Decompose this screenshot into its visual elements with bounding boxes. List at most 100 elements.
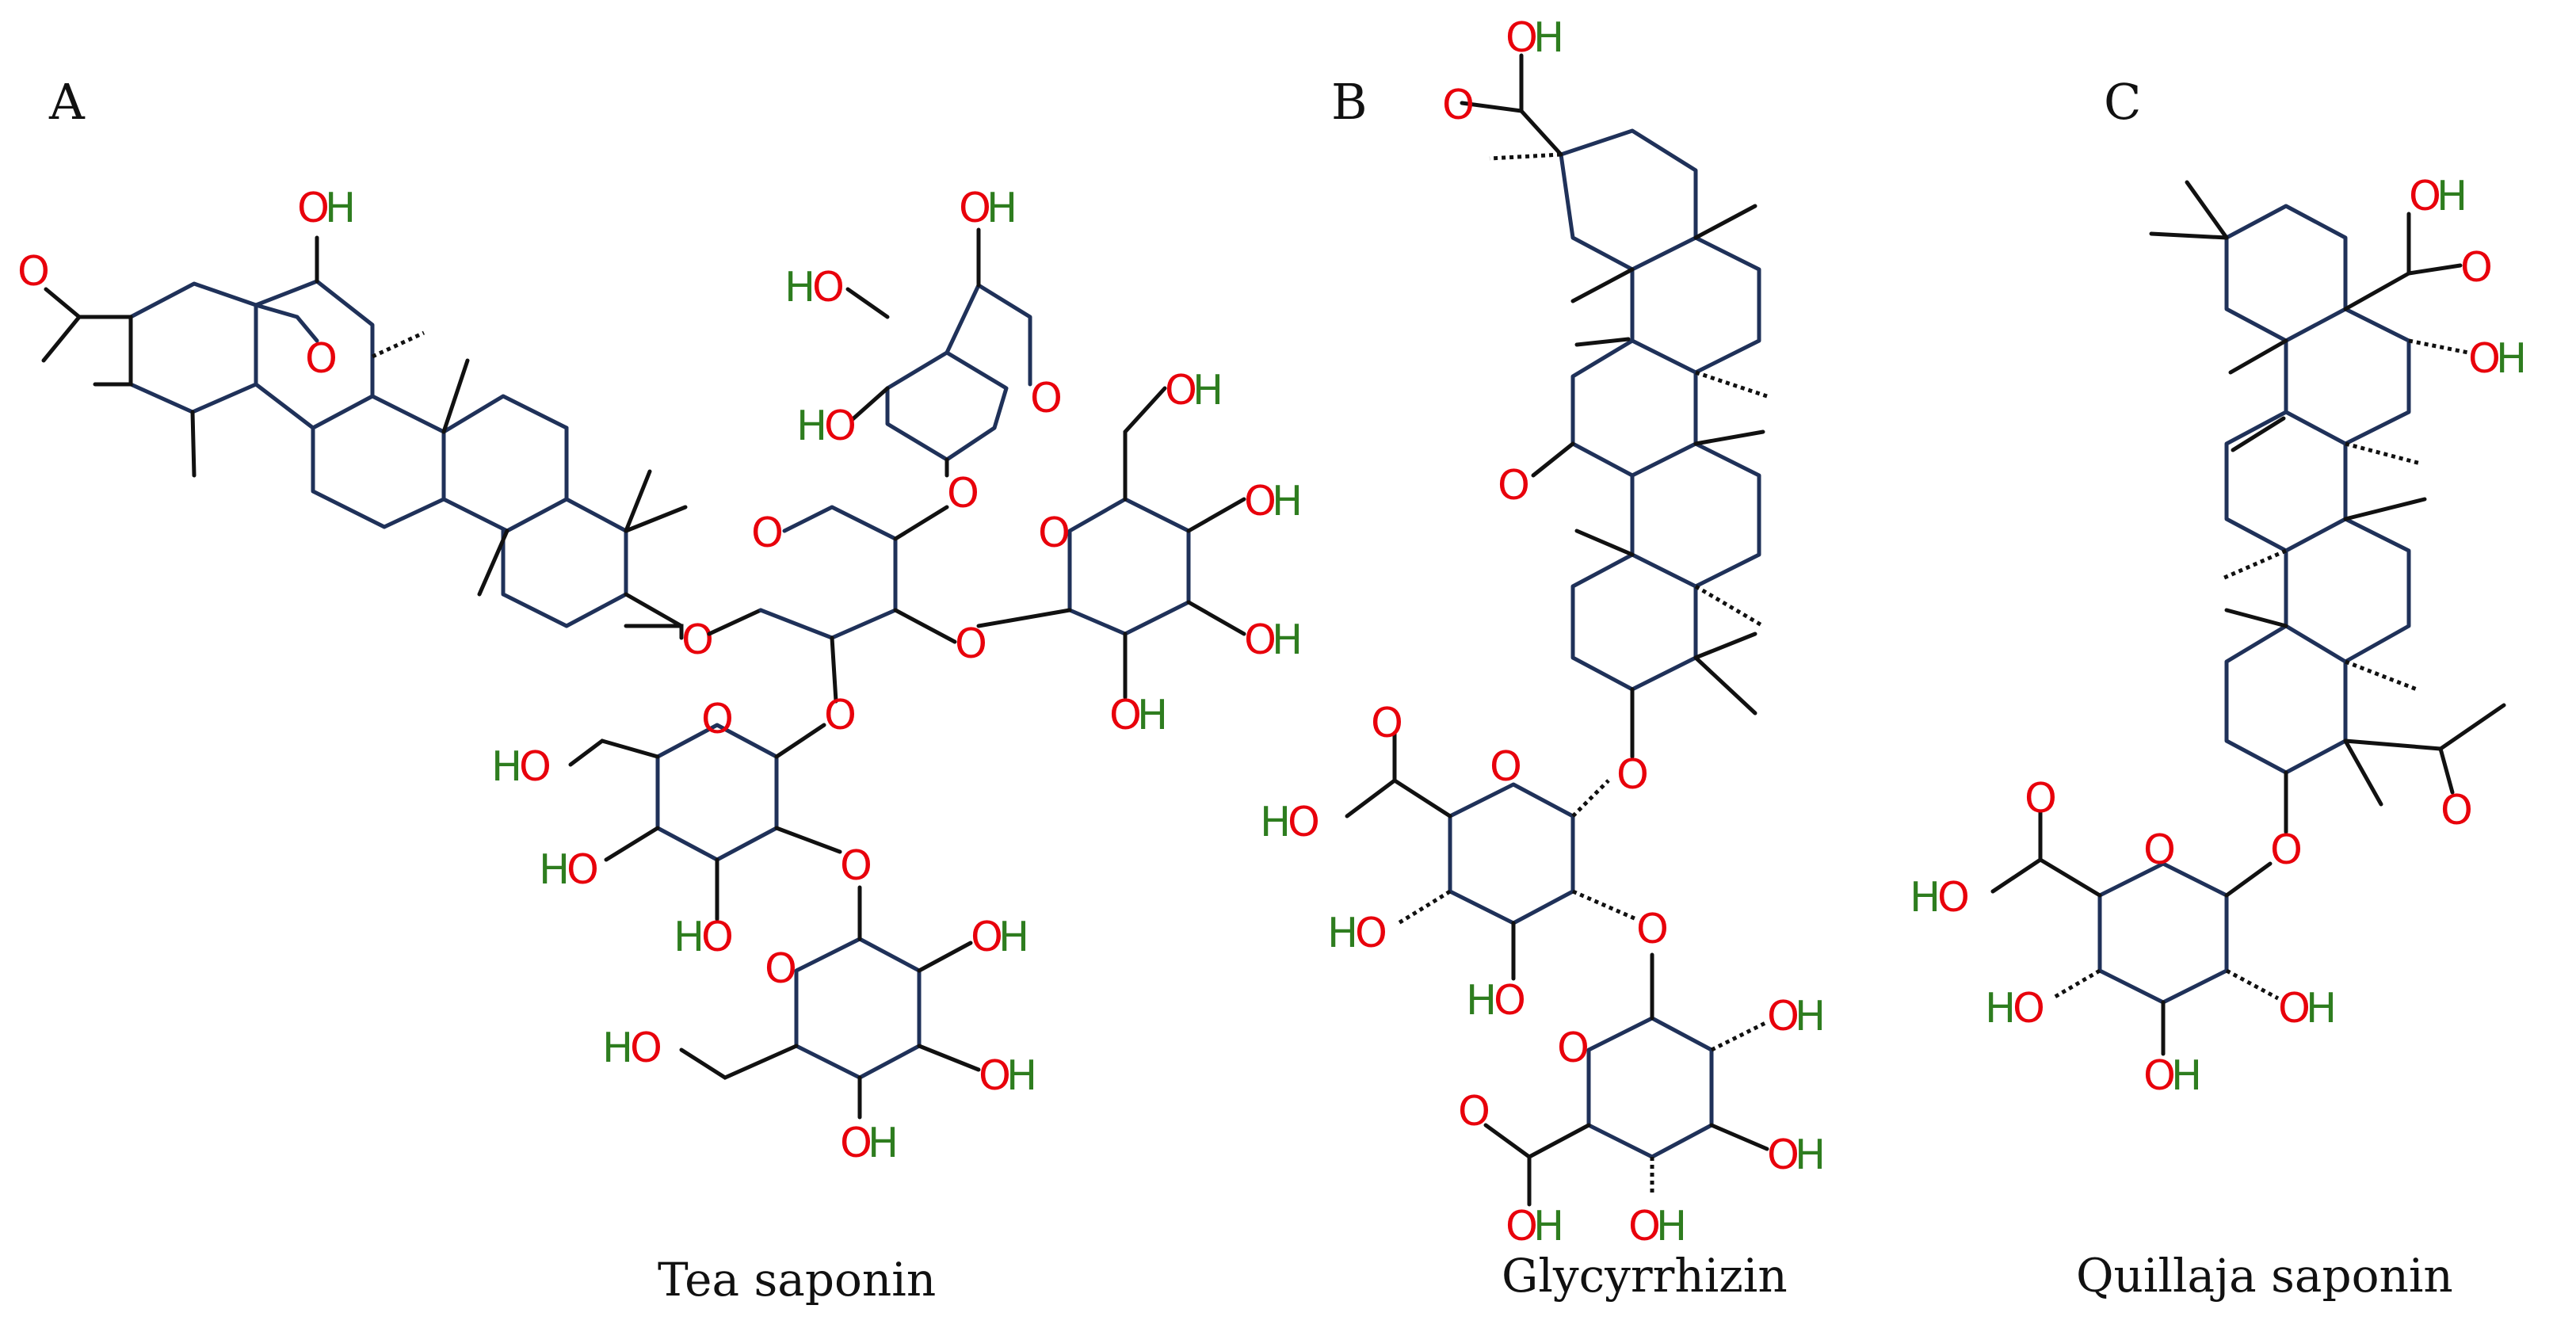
quil-oh-o: O bbox=[2468, 335, 2501, 383]
tea-saponin-aglycone bbox=[41, 235, 688, 628]
quil-oh-h: H bbox=[2496, 335, 2527, 383]
glyc-ring-2-oh-1-h: H bbox=[1795, 993, 1826, 1040]
glyc-ring-2-oh-2-o: O bbox=[1767, 1131, 1799, 1179]
glyc-ring-2-cooh-oh-o: O bbox=[1506, 1203, 1538, 1250]
glyc-ring-2-oh-3-h: H bbox=[1656, 1203, 1687, 1250]
lower-hexose-ring-oxygen: O bbox=[701, 696, 734, 743]
panel-a-letter: A bbox=[48, 73, 86, 131]
lower-hexose-ho-2-h: H bbox=[674, 914, 704, 961]
quil-ring-oxygen: O bbox=[2143, 826, 2176, 874]
bottom-hexose-ring bbox=[794, 937, 922, 1080]
quil-aldehyde-o: O bbox=[2441, 787, 2473, 834]
quil-ring-oh-3-o: O bbox=[2143, 1052, 2176, 1100]
pentose-ho-2-h: H bbox=[796, 403, 827, 450]
bottom-hexose-ho-ch2-o: O bbox=[630, 1025, 662, 1072]
panel-b-letter: B bbox=[1331, 73, 1368, 131]
glyc-glycosidic-o-1: O bbox=[1616, 751, 1649, 799]
pentose-ho-1-o: O bbox=[812, 264, 845, 311]
glyc-ring-2-oh-2-h: H bbox=[1795, 1131, 1826, 1179]
lower-hexose-ho-1-h: H bbox=[539, 846, 570, 894]
central-ring-oxygen: O bbox=[751, 509, 784, 557]
panel-c: C O H O O H O bbox=[1910, 73, 2527, 1303]
panel-a: A O O H O O bbox=[17, 73, 1303, 1307]
glycosidic-oxygen-2: O bbox=[947, 470, 979, 517]
ketone-oxygen: O bbox=[17, 248, 50, 296]
glycosidic-oxygen-1: O bbox=[681, 616, 714, 664]
glyc-ring-2-cooh-oh-h: H bbox=[1533, 1203, 1564, 1250]
top-pentose-ring bbox=[885, 350, 1009, 462]
glycyrrhizin-aglycone bbox=[1460, 53, 1768, 716]
glyc-ring-2-oxygen: O bbox=[1557, 1025, 1589, 1072]
quil-cooh-o: O bbox=[2460, 244, 2493, 292]
glycosidic-oxygen-3: O bbox=[955, 620, 987, 668]
hexose-oh-1-h: H bbox=[1272, 478, 1303, 525]
panel-b: B O O H O O O bbox=[1260, 14, 1826, 1303]
quil-ring-cooh-h: H bbox=[1910, 874, 1941, 922]
lower-hexose-ho-ch2-h: H bbox=[491, 743, 522, 791]
quil-ring-oh-2-o: O bbox=[2278, 985, 2311, 1032]
glyc-ring-1-cooh-h: H bbox=[1260, 799, 1291, 846]
panel-a-caption: Tea saponin bbox=[658, 1253, 936, 1307]
ether-bridge-oxygen: O bbox=[305, 335, 338, 383]
pentose-oh-top-h: H bbox=[987, 185, 1017, 232]
glyc-glycosidic-o-2: O bbox=[1636, 906, 1669, 953]
glyc-glucuronic-ring-1 bbox=[1448, 782, 1575, 925]
glyc-ring-1-ho-2-h: H bbox=[1466, 977, 1497, 1025]
glyc-ring-1-ho-1-o: O bbox=[1355, 910, 1387, 957]
central-sugar-ring bbox=[758, 505, 898, 640]
glyc-ring-2-cooh-o: O bbox=[1458, 1088, 1490, 1135]
panel-c-letter: C bbox=[2104, 73, 2141, 131]
bottom-hexose-oh-2-h: H bbox=[1006, 1052, 1037, 1100]
glyc-ring-1-oxygen: O bbox=[1490, 743, 1522, 791]
hexose-oh-3-o: O bbox=[1109, 692, 1142, 739]
quil-glycosidic-o: O bbox=[2270, 826, 2303, 874]
pentose-oh-top-o: O bbox=[959, 185, 991, 232]
quil-ring-oh-3-h: H bbox=[2171, 1052, 2202, 1100]
quil-ring-oh-2-h: H bbox=[2306, 985, 2337, 1032]
quil-cooh-oh-o: O bbox=[2409, 173, 2441, 220]
bottom-hexose-oh-1-o: O bbox=[971, 914, 1003, 961]
right-hexose-ring bbox=[1067, 497, 1191, 636]
glyc-ring-1-ho-2-o: O bbox=[1494, 977, 1526, 1025]
panel-c-caption: Quillaja saponin bbox=[2076, 1249, 2453, 1303]
glyc-ring-2-oh-3-o: O bbox=[1628, 1203, 1661, 1250]
lower-hexose-ho-1-o: O bbox=[567, 846, 599, 894]
bottom-hexose-oh-3-h: H bbox=[868, 1120, 899, 1167]
hexose-ring-oxygen: O bbox=[1038, 509, 1070, 557]
quillaja-aglycone bbox=[2149, 180, 2506, 807]
glyc-cooh-o: O bbox=[1442, 82, 1475, 129]
glyc-cooh-oh-o: O bbox=[1506, 14, 1538, 62]
hexose-oh-top-h: H bbox=[1193, 367, 1223, 414]
glyc-glucuronic-ring-2 bbox=[1586, 1016, 1714, 1159]
glyc-ketone-o: O bbox=[1498, 462, 1530, 509]
glycosidic-oxygen-5: O bbox=[840, 842, 872, 890]
hexose-oh-1-o: O bbox=[1244, 478, 1277, 525]
lower-hexose-ho-2-o: O bbox=[701, 914, 734, 961]
bottom-hexose-oh-2-o: O bbox=[979, 1052, 1011, 1100]
quil-glucuronic-ring bbox=[2097, 861, 2229, 1005]
hexose-oh-top-o: O bbox=[1165, 367, 1197, 414]
pentose-ring-oxygen: O bbox=[1030, 375, 1063, 422]
bottom-hexose-ring-oxygen: O bbox=[765, 945, 797, 993]
quil-ring-ho-1-h: H bbox=[1985, 985, 2016, 1032]
bottom-hexose-ho-ch2-h: H bbox=[602, 1025, 633, 1072]
glyc-ring-2-oh-1-o: O bbox=[1767, 993, 1799, 1040]
hydroxyl-hydrogen: H bbox=[325, 185, 356, 232]
bottom-hexose-oh-3-o: O bbox=[840, 1120, 872, 1167]
glyc-cooh-oh-h: H bbox=[1533, 14, 1564, 62]
hexose-oh-2-h: H bbox=[1272, 616, 1303, 664]
hydroxyl-oxygen: O bbox=[297, 185, 330, 232]
quil-ring-ho-1-o: O bbox=[2013, 985, 2045, 1032]
quil-ring-cooh-oh-o: O bbox=[1937, 874, 1970, 922]
panel-b-caption: Glycyrrhizin bbox=[1502, 1249, 1788, 1303]
hexose-oh-3-h: H bbox=[1137, 692, 1168, 739]
pentose-ho-1-h: H bbox=[784, 264, 815, 311]
lower-hexose-ho-ch2-o: O bbox=[519, 743, 551, 791]
bottom-hexose-oh-1-h: H bbox=[998, 914, 1029, 961]
quil-cooh-oh-h: H bbox=[2437, 173, 2467, 220]
quil-ring-cooh-o: O bbox=[2025, 775, 2057, 822]
hexose-oh-2-o: O bbox=[1244, 616, 1277, 664]
lower-left-hexose-ring bbox=[655, 723, 779, 862]
glyc-ring-1-ho-1-h: H bbox=[1327, 910, 1358, 957]
